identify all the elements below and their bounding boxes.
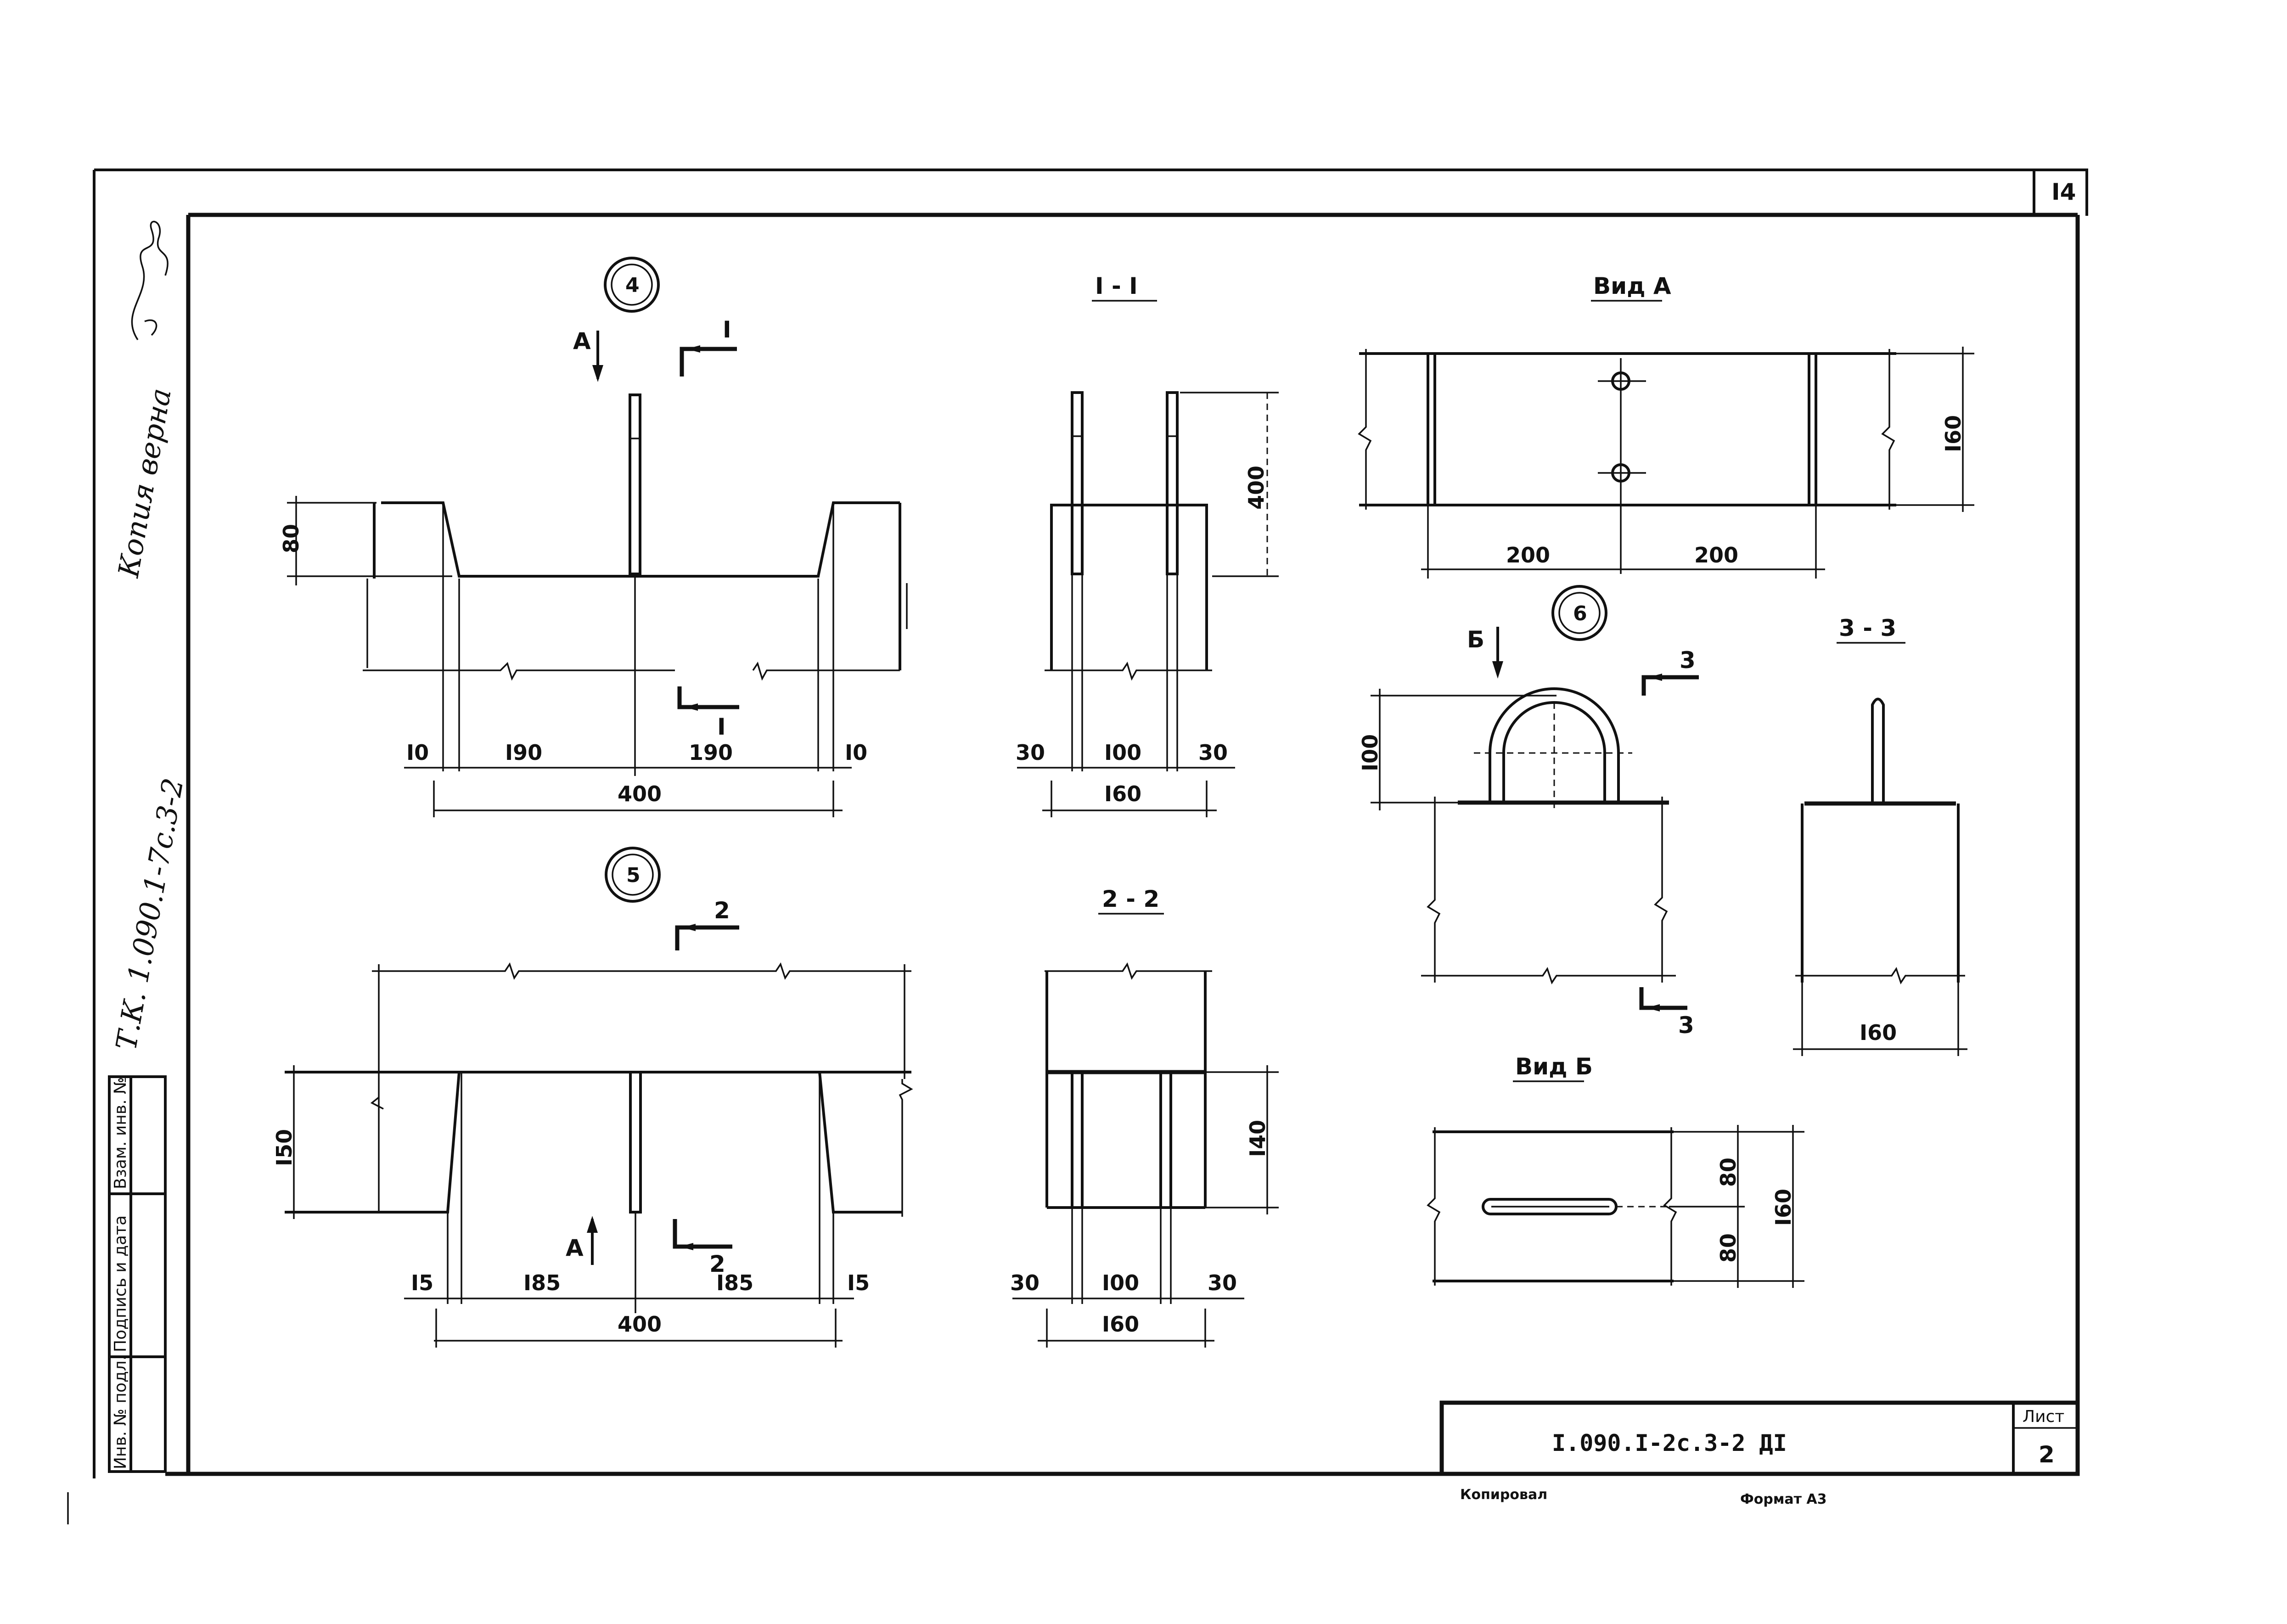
dim-200-left: 200 [1506,543,1550,568]
section-1-1-title: I - I [1095,273,1138,299]
title-block: Лист 2 I.090.I-2c.3-2 ДI [1439,1400,2080,1476]
node-4-section-bottom: I [717,714,726,740]
node-6-view: 6 Б 3 I00 3 [1358,585,1699,1039]
section-2-2: 2 - 2 I40 30 I00 30 I60 [1010,886,1279,1348]
dim-30-left: 30 [1016,740,1045,765]
left-margin: Копия верна Т.К. 1.090.1-7с.3-2 Взам. ин… [108,220,190,1473]
project-code: Т.К. 1.090.1-7с.3-2 [109,775,190,1052]
stamp-copy-true: Копия верна [112,386,178,580]
dim-30-right-2-2: 30 [1208,1270,1237,1295]
dim-100-2-2: I00 [1102,1270,1139,1295]
node-5-section-bottom: 2 [709,1251,725,1277]
signature-mark [131,220,169,340]
view-a-arrow [592,365,603,382]
copied-by: Копировал [1460,1487,1547,1503]
dim-30-right: 30 [1198,740,1228,765]
dim-150: I50 [272,1129,297,1166]
dim-190-left: I90 [505,740,542,765]
node-5-view: 5 2 А 2 I50 I5 I85 I85 [272,847,913,1348]
section-2-2-title: 2 - 2 [1102,886,1159,912]
sheet-value: 2 [2039,1441,2055,1468]
view-a: Вид А I60 200 200 [1358,273,1974,579]
dim-160-2-2: I60 [1102,1312,1139,1337]
node-6-section-bottom: 3 [1678,1012,1694,1039]
dim-400-vertical: 400 [1244,466,1269,510]
page-number: I4 [2051,179,2076,205]
section-1-1: I - I 400 30 I00 30 I60 [1016,273,1279,817]
format-label: Формат А3 [1740,1491,1827,1507]
dim-100-node6: I00 [1358,734,1382,771]
dim-15-left: I5 [411,1270,433,1295]
node-5-section-top: 2 [714,897,730,924]
dim-100: I00 [1104,740,1141,765]
view-b-arrow [1492,661,1503,679]
node-6-view-label: Б [1467,626,1484,653]
dim-400: 400 [618,781,662,806]
view-b-title: Вид Б [1515,1053,1593,1080]
dim-10-right: I0 [845,740,867,765]
section-3-3: 3 - 3 I60 [1793,615,1967,1056]
node-5-view-label: А [566,1235,584,1261]
dim-200-right: 200 [1694,543,1738,568]
section-3-3-title: 3 - 3 [1839,615,1896,641]
sheet-frame: I4 [93,169,2088,1478]
dim-10-left: I0 [406,740,429,765]
node-4-section-top: I [723,316,731,343]
doc-code: I.090.I-2c.3-2 ДI [1552,1430,1787,1456]
node-4-view-label: А [573,328,591,354]
dim-160: I60 [1104,781,1141,806]
dim-185-right: I85 [716,1270,753,1295]
dim-400-node5: 400 [618,1312,662,1337]
view-b: Вид Б 80 80 I60 [1427,1053,1804,1288]
label-inv-original: Инв. № подл. [111,1355,130,1469]
dim-80-top: 80 [1716,1158,1741,1187]
node-4-view: 4 А I I 80 I0 [279,257,908,817]
dim-160-3-3: I60 [1860,1020,1897,1045]
dim-185-left: I85 [523,1270,561,1295]
dim-80-bottom: 80 [1716,1233,1741,1263]
dim-160-view-b: I60 [1771,1189,1796,1226]
dim-190-right: 190 [689,740,733,765]
node-6-marker: 6 [1573,602,1587,625]
dim-140: I40 [1245,1120,1270,1157]
view-a-title: Вид А [1593,273,1671,299]
dim-15-right: I5 [847,1270,870,1295]
sheet-label: Лист [2023,1407,2064,1426]
node-4-marker: 4 [625,274,640,297]
node-6-section-top: 3 [1680,647,1696,674]
label-signature-date: Подпись и дата [111,1215,130,1352]
dim-80: 80 [279,524,303,553]
node-5-marker: 5 [626,864,641,887]
dim-160-view-a: I60 [1941,415,1966,452]
dim-30-left-2-2: 30 [1010,1270,1040,1295]
label-inv-replaced: Взам. инв. № [111,1077,130,1189]
